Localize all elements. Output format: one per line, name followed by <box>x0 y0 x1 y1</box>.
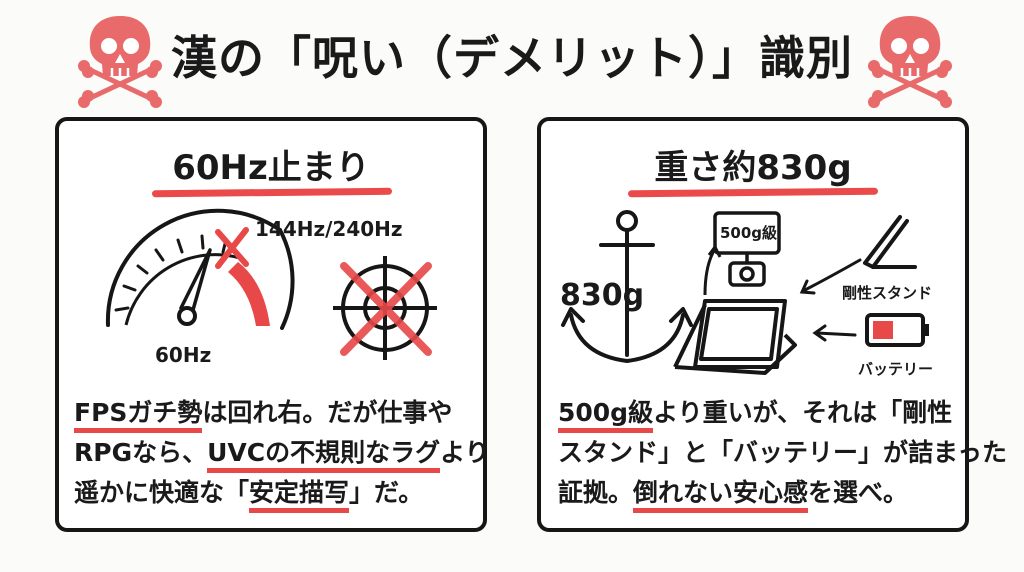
battery-icon <box>865 313 929 347</box>
cross-mark-icon <box>215 227 249 269</box>
stand-label: 剛性スタンド <box>842 284 933 302</box>
highlight: 500g級 <box>558 398 654 433</box>
scale-display-label: 500g級 <box>720 224 778 242</box>
arrow-icon <box>799 258 862 342</box>
crosshair-icon <box>333 256 437 360</box>
refresh-panel-body: FPSガチ勢は回れ右。だが仕事や RPGなら、UVCの不規則なラグより 遥かに快… <box>74 393 490 513</box>
body-line: FPSガチ勢は回れ右。だが仕事や <box>74 393 490 433</box>
skull-crossbones-icon <box>868 16 952 108</box>
body-line: 証拠。倒れない安心感を選べ。 <box>558 473 1007 513</box>
skull-crossbones-icon <box>78 16 162 108</box>
highlight: 倒れない安心感 <box>633 478 809 513</box>
body-line: RPGなら、UVCの不規則なラグより <box>74 433 490 473</box>
gauge-low-label: 60Hz <box>155 343 212 367</box>
cross-mark-icon <box>340 262 432 356</box>
tablet-stand-icon <box>673 299 797 375</box>
speedometer-illustration <box>105 208 437 360</box>
gauge-high-label: 144Hz/240Hz <box>255 217 403 241</box>
arrow-icon <box>703 248 717 296</box>
scale-icon <box>713 211 781 287</box>
battery-label: バッテリー <box>858 360 934 378</box>
anchor-weight-label: 830g <box>560 278 645 313</box>
body-line: 遥かに快適な「安定描写」だ。 <box>74 473 490 513</box>
stand-icon <box>863 215 917 269</box>
anchor-icon <box>561 210 693 363</box>
weight-illustration <box>561 210 929 375</box>
body-line: 500g級より重いが、それは「剛性 <box>558 393 1007 433</box>
highlight: 安定描写 <box>249 478 350 513</box>
red-zone <box>228 262 270 326</box>
weight-panel-heading: 重さ約830g <box>654 148 852 188</box>
body-line: スタンド」と「バッテリー」が詰まった <box>558 438 1008 467</box>
highlight: FPSガチ勢 <box>74 398 203 433</box>
page-title: 漢の「呪い（デメリット）」識別 <box>171 31 853 85</box>
refresh-panel-heading: 60Hz止まり <box>172 148 370 188</box>
weight-panel-body: 500g級より重いが、それは「剛性 スタンド」と「バッテリー」が詰まった 証拠。… <box>558 393 1007 513</box>
gauge-ticks <box>114 234 228 312</box>
highlight: UVCの不規則なラグ <box>207 438 441 473</box>
gauge-arc <box>105 208 282 327</box>
